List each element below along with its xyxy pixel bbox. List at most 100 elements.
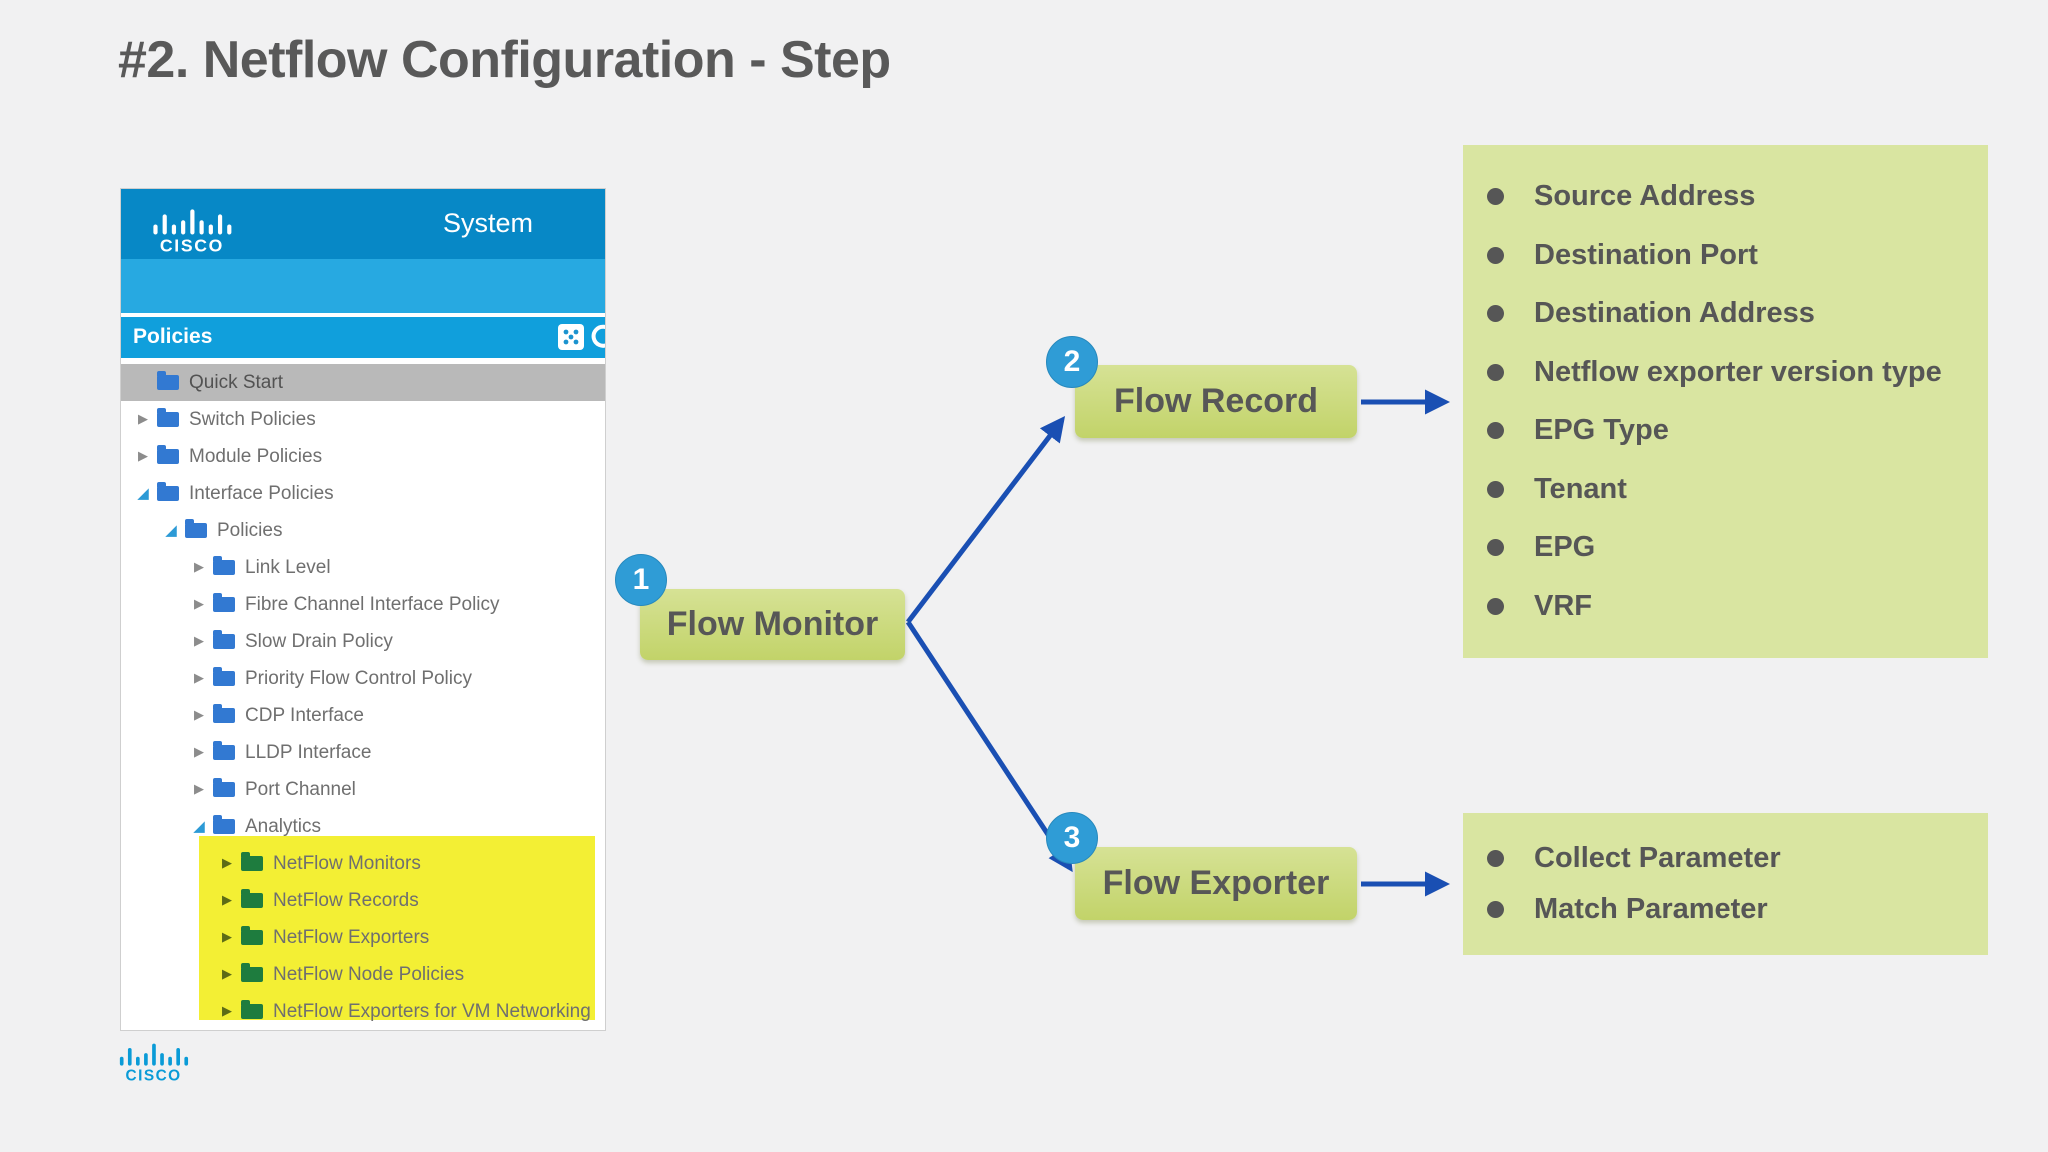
tree-item[interactable]: ▶ CDP Interface bbox=[121, 697, 605, 734]
folder-icon bbox=[241, 889, 263, 908]
list-item-label: Match Parameter bbox=[1534, 893, 1768, 926]
bullet-icon bbox=[1487, 305, 1504, 323]
folder-icon bbox=[241, 926, 263, 945]
menu-item-system[interactable]: System bbox=[443, 208, 534, 238]
tree-item[interactable]: ▶ Fibre Channel Interface Policy bbox=[121, 586, 605, 623]
bullet-icon bbox=[1487, 539, 1504, 557]
collapsed-arrow-icon[interactable]: ▶ bbox=[194, 782, 204, 797]
list-item-label: EPG Type bbox=[1534, 414, 1669, 447]
tree-item-label: Switch Policies bbox=[189, 408, 316, 430]
step-1-badge: 1 bbox=[615, 554, 667, 606]
step-3-badge: 3 bbox=[1046, 812, 1098, 864]
tree-item[interactable]: ◢ Interface Policies bbox=[121, 475, 605, 512]
tree-item[interactable]: ▶ NetFlow Node Policies bbox=[121, 956, 605, 993]
tree-item[interactable]: ▶Slow Drain Policy bbox=[121, 623, 605, 660]
bullet-icon bbox=[1487, 597, 1504, 615]
list-item-label: Netflow exporter version type bbox=[1534, 355, 1942, 388]
divider bbox=[121, 313, 605, 317]
folder-icon bbox=[157, 445, 179, 464]
tree-item-label: Quick Start bbox=[189, 371, 283, 393]
tree-item[interactable]: ▶ LLDP Interface bbox=[121, 734, 605, 771]
list-item-label: Tenant bbox=[1534, 472, 1627, 505]
folder-icon bbox=[241, 963, 263, 982]
cisco-logo-icon: CISCO bbox=[153, 209, 232, 253]
tree-item[interactable]: ▶ Port Channel bbox=[121, 771, 605, 808]
bullet-icon bbox=[1487, 422, 1504, 440]
tree-item-label: Priority Flow Control Policy bbox=[245, 667, 472, 689]
list-item: Collect Parameter bbox=[1487, 842, 1978, 875]
folder-icon bbox=[213, 630, 235, 649]
collapsed-arrow-icon[interactable]: ▶ bbox=[138, 449, 148, 464]
collapsed-arrow-icon[interactable]: ▶ bbox=[194, 708, 204, 723]
collapsed-arrow-icon[interactable]: ▶ bbox=[194, 597, 204, 612]
tree-item[interactable]: ▶ NetFlow Exporters for VM Networking bbox=[121, 993, 605, 1030]
expanded-arrow-icon[interactable]: ◢ bbox=[165, 521, 177, 539]
folder-icon bbox=[157, 408, 179, 427]
tree-item[interactable]: ▶Link Level bbox=[121, 549, 605, 586]
policy-tree: Quick Start ▶ Switch Policies ▶Module Polic… bbox=[121, 358, 605, 1030]
tree-item-label: Interface Policies bbox=[189, 482, 334, 504]
tree-item[interactable]: ▶ NetFlow Records bbox=[121, 882, 605, 919]
collapsed-arrow-icon[interactable]: ▶ bbox=[138, 412, 148, 427]
collapsed-arrow-icon[interactable]: ▶ bbox=[222, 1004, 232, 1019]
bullet-icon bbox=[1487, 849, 1504, 867]
list-item-label: Destination Address bbox=[1534, 297, 1815, 330]
folder-icon bbox=[213, 778, 235, 797]
highlight-overlay bbox=[199, 836, 595, 1020]
tree-item-label: Port Channel bbox=[245, 778, 356, 800]
tree-item[interactable]: ◢ Analytics bbox=[121, 808, 605, 845]
list-item: EPG bbox=[1487, 531, 1978, 564]
policies-header-bar: Policies bbox=[121, 317, 605, 358]
list-item: Destination Address bbox=[1487, 297, 1978, 330]
collapsed-arrow-icon[interactable]: ▶ bbox=[222, 930, 232, 945]
collapsed-arrow-icon[interactable]: ▶ bbox=[194, 634, 204, 649]
folder-icon bbox=[185, 519, 207, 538]
list-item: Destination Port bbox=[1487, 239, 1978, 272]
collapsed-arrow-icon[interactable]: ▶ bbox=[194, 560, 204, 575]
refresh-icon[interactable] bbox=[590, 324, 606, 350]
flow-record-box: Flow Record bbox=[1075, 365, 1357, 438]
grid-dots-icon[interactable] bbox=[558, 324, 584, 350]
tree-item-label: NetFlow Monitors bbox=[273, 852, 421, 874]
cisco-footer-wordmark: CISCO bbox=[126, 1067, 182, 1082]
tree-item-label: Analytics bbox=[245, 815, 322, 837]
tree-item[interactable]: ▶ Priority Flow Control Policy bbox=[121, 660, 605, 697]
tree-item[interactable]: ▶Module Policies bbox=[121, 438, 605, 475]
tree-item-label: NetFlow Node Policies bbox=[273, 963, 465, 985]
tree-item[interactable]: ▶ Switch Policies bbox=[121, 401, 605, 438]
collapsed-arrow-icon[interactable]: ▶ bbox=[222, 967, 232, 982]
tree-item-label: LLDP Interface bbox=[245, 741, 372, 763]
tree-item[interactable]: ◢ Policies bbox=[121, 512, 605, 549]
list-item-label: EPG bbox=[1534, 531, 1596, 564]
list-item-label: Destination Port bbox=[1534, 238, 1758, 271]
bullet-icon bbox=[1487, 188, 1504, 206]
collapsed-arrow-icon[interactable]: ▶ bbox=[222, 856, 232, 871]
collapsed-arrow-icon[interactable]: ▶ bbox=[194, 745, 204, 760]
tree-item-label: Fibre Channel Interface Policy bbox=[245, 593, 500, 615]
apic-subnav-bar bbox=[121, 259, 605, 313]
tree-item-label: Policies bbox=[217, 519, 283, 541]
bullet-icon bbox=[1487, 901, 1504, 919]
tree-item[interactable]: ▶ NetFlow Exporters bbox=[121, 919, 605, 956]
tree-item-label: NetFlow Exporters for VM Networking bbox=[273, 1000, 591, 1022]
list-item: Netflow exporter version type bbox=[1487, 356, 1978, 389]
expanded-arrow-icon[interactable]: ◢ bbox=[137, 484, 149, 502]
tree-item[interactable]: Quick Start bbox=[121, 364, 605, 401]
list-item: Match Parameter bbox=[1487, 893, 1978, 926]
collapsed-arrow-icon[interactable]: ▶ bbox=[222, 893, 232, 908]
collapsed-arrow-icon[interactable]: ▶ bbox=[194, 671, 204, 686]
bullet-icon bbox=[1487, 363, 1504, 381]
bullet-icon bbox=[1487, 246, 1504, 264]
tree-item-label: NetFlow Records bbox=[273, 889, 419, 911]
tree-item[interactable]: ▶ NetFlow Monitors bbox=[121, 845, 605, 882]
tree-item-label: CDP Interface bbox=[245, 704, 364, 726]
folder-icon bbox=[241, 852, 263, 871]
folder-icon bbox=[241, 1000, 263, 1019]
step-2-badge: 2 bbox=[1046, 336, 1098, 388]
folder-icon bbox=[213, 593, 235, 612]
tree-item-label: NetFlow Exporters bbox=[273, 926, 430, 948]
expanded-arrow-icon[interactable]: ◢ bbox=[193, 817, 205, 835]
cisco-wordmark: CISCO bbox=[160, 235, 224, 253]
